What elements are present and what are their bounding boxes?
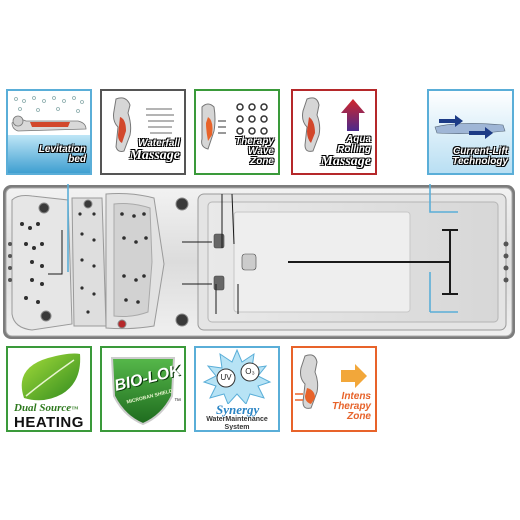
swim-spa-top-view <box>2 178 516 340</box>
waterfall-title: Waterfall <box>137 138 180 149</box>
aqua-rolling-icon <box>302 97 365 152</box>
current-subtitle: Technology <box>452 156 508 167</box>
therapy-title: Therapy <box>235 136 274 147</box>
current-lift-icon <box>429 91 512 173</box>
synergy-burst-icon <box>202 348 272 404</box>
intens-line3: Zone <box>347 411 371 422</box>
levitation-subtitle: bed <box>68 154 86 165</box>
ozone-label: O₃ <box>245 367 255 376</box>
synergy-line1: WaterMaintenance <box>206 416 268 423</box>
levitation-title: Levitation <box>38 144 86 155</box>
levitation-bed-icon <box>8 96 90 173</box>
aqua-rolling-massage-tile: Aqua Rolling Massage <box>291 89 377 175</box>
waterfall-subtitle: Massage <box>129 148 180 163</box>
waterfall-massage-icon <box>113 97 174 152</box>
synergy-script: Synergy <box>216 402 260 417</box>
intens-line2: Therapy <box>332 401 371 412</box>
leaf-icon <box>21 353 81 401</box>
intens-therapy-icon <box>295 354 367 409</box>
current-title: Current-Lift <box>453 146 508 157</box>
current-lift-technology-tile: Current-Lift Technology <box>427 89 514 175</box>
swim-spa-illustration <box>3 178 515 339</box>
therapy-wave-icon <box>201 103 268 150</box>
intens-therapy-zone-tile: Intens Therapy Zone <box>291 346 377 432</box>
bio-lok-tile: BIO-LOK MICROBAN SHIELD ™ <box>100 346 186 432</box>
synergy-water-maintenance-tile: UV O₃ Synergy WaterMaintenance System <box>194 346 280 432</box>
bio-lok-trademark: ™ <box>174 398 181 405</box>
therapy-wave-zone-tile: Therapy Wave Zone <box>194 89 280 175</box>
therapy-line2: Wave <box>248 146 274 157</box>
bio-lok-shield-icon <box>110 357 176 426</box>
levitation-bed-tile: Levitation bed <box>6 89 92 175</box>
dual-source-script: Dual Source™ <box>14 402 79 414</box>
aqua-line2: Rolling <box>337 144 371 155</box>
intens-title: Intens <box>341 391 371 402</box>
uv-label: UV <box>220 373 232 382</box>
aqua-line3: Massage <box>320 154 371 169</box>
heating-label: HEATING <box>14 414 84 431</box>
waterfall-massage-tile: Waterfall Massage <box>100 89 186 175</box>
dual-source-heating-tile: Dual Source™ HEATING <box>6 346 92 432</box>
aqua-title: Aqua <box>346 134 371 145</box>
therapy-line3: Zone <box>250 156 274 167</box>
synergy-line2: System <box>224 424 250 431</box>
